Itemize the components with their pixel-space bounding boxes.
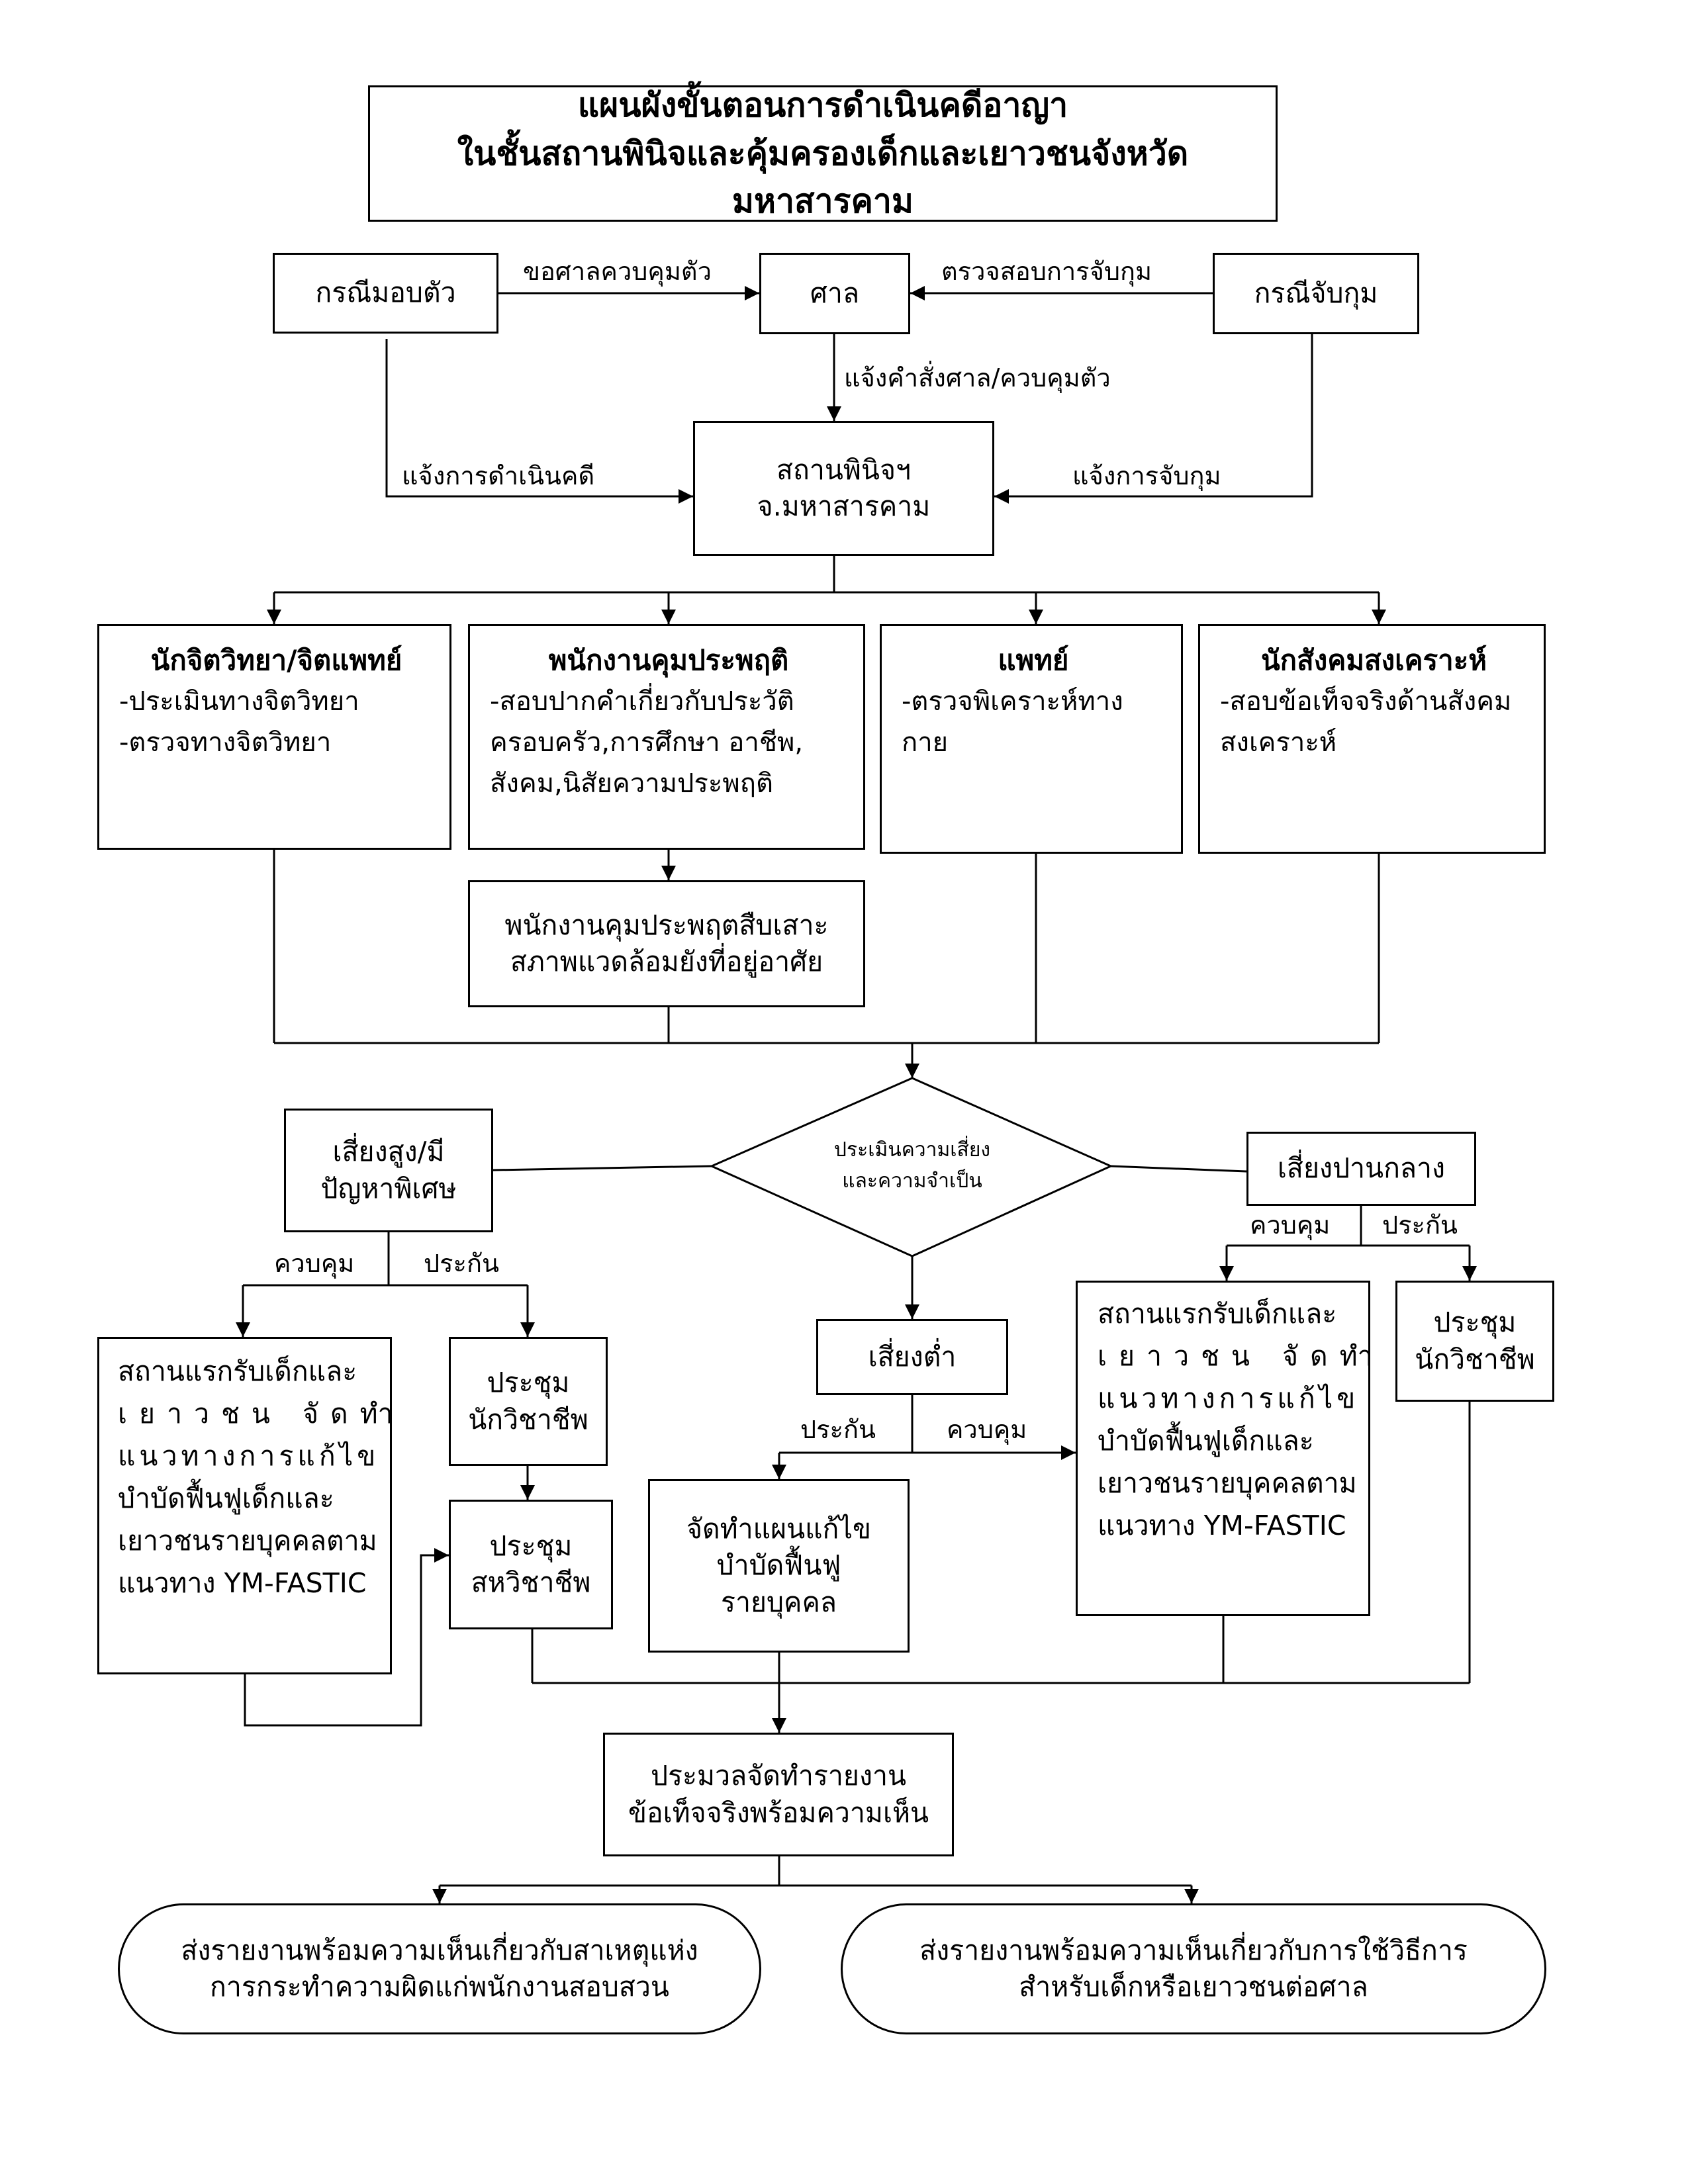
label-low-bail: ประกัน (800, 1415, 876, 1444)
label-court-order: แจ้งคำสั่งศาล/ควบคุมตัว (844, 363, 1111, 392)
node-low-risk-plan: จัดทำแผนแก้ไข บำบัดฟื้นฟู รายบุคคล (648, 1479, 910, 1653)
node-right-reception-plan: สถานแรกรับเด็กและ เยาวชน จัดทำ แนวทางการ… (1076, 1281, 1385, 1616)
left-plan-line4: บำบัดฟื้นฟูเด็กและ (118, 1482, 334, 1514)
node-medium-risk: เสี่ยงปานกลาง (1246, 1132, 1476, 1206)
high-risk-line1: เสี่ยงสูง/มี (332, 1136, 445, 1168)
prof-meeting-right-line1: ประชุม (1433, 1306, 1517, 1339)
prof-meeting-left-line1: ประชุม (487, 1367, 570, 1399)
node-surrender: กรณีมอบตัว (273, 253, 498, 334)
probation-officer-item-3: สังคม,นิสัยความประพฤติ (490, 768, 773, 799)
node-multidisciplinary-meeting: ประชุม สหวิชาชีพ (449, 1500, 613, 1629)
node-doctor: แพทย์ -ตรวจพิเคราะห์ทาง กาย (880, 624, 1183, 854)
node-output-investigator: ส่งรายงานพร้อมความเห็นเกี่ยวกับสาเหตุแห่… (118, 1903, 761, 2034)
node-professional-meeting-left: ประชุม นักวิชาชีพ (449, 1337, 608, 1466)
risk-assessment-label: ประเมินความเสี่ยง และความจำเป็น (780, 1135, 1045, 1197)
right-plan-line3: แนวทางการแก้ไข (1098, 1382, 1360, 1414)
node-probation-officer: พนักงานคุมประพฤติ -สอบปากคำเกี่ยวกับประว… (468, 624, 865, 850)
out-right-line2: สำหรับเด็กหรือเยาวชนต่อศาล (1019, 1971, 1368, 2003)
label-request-custody: ขอศาลควบคุมตัว (523, 257, 712, 286)
left-plan-line3: แนวทางการแก้ไข (118, 1439, 380, 1472)
low-plan-line2: บำบัดฟื้นฟู (716, 1549, 841, 1582)
probation-officer-title: พนักงานคุมประพฤติ (548, 644, 789, 676)
high-risk-line2: ปัญหาพิเศษ (320, 1172, 457, 1205)
compile-line2: ข้อเท็จจริงพร้อมความเห็น (628, 1796, 929, 1829)
right-plan-line4: บำบัดฟื้นฟูเด็กและ (1098, 1424, 1314, 1457)
node-social-worker: นักสังคมสงเคราะห์ -สอบข้อเท็จจริงด้านสัง… (1198, 624, 1546, 854)
chart-title-line1: แผนผังขั้นตอนการดำเนินคดีอาญา (577, 86, 1068, 125)
label-low-control: ควบคุม (947, 1415, 1027, 1444)
right-plan-line1: สถานแรกรับเด็กและ (1098, 1298, 1337, 1330)
out-left-line2: การกระทำความผิดแก่พนักงานสอบสวน (210, 1971, 669, 2003)
label-mid-bail: ประกัน (1382, 1210, 1458, 1240)
doctor-item-2: กาย (902, 727, 949, 758)
out-right-line1: ส่งรายงานพร้อมความเห็นเกี่ยวกับการใช้วิธ… (919, 1934, 1468, 1966)
prof-meeting-left-line2: นักวิชาชีพ (468, 1403, 588, 1435)
node-professional-meeting-right: ประชุม นักวิชาชีพ (1395, 1281, 1554, 1402)
social-worker-item-1: -สอบข้อเท็จจริงด้านสังคม (1220, 686, 1512, 717)
node-low-risk: เสี่ยงต่ำ (816, 1319, 1008, 1395)
label-mid-control: ควบคุม (1250, 1210, 1331, 1240)
risk-assessment-line1: ประเมินความเสี่ยง (833, 1138, 991, 1161)
psychologist-item-2: -ตรวจทางจิตวิทยา (119, 727, 332, 758)
psychologist-item-1: -ประเมินทางจิตวิทยา (119, 686, 359, 717)
probation-investigation-line2: สภาพแวดล้อมยังที่อยู่อาศัย (510, 946, 823, 978)
probation-investigation-line1: พนักงานคุมประพฤตสืบเสาะ (504, 909, 829, 941)
low-plan-line1: จัดทำแผนแก้ไข (686, 1512, 872, 1545)
left-plan-line1: สถานแรกรับเด็กและ (118, 1355, 357, 1387)
doctor-item-1: -ตรวจพิเคราะห์ทาง (902, 686, 1123, 717)
social-worker-item-2: สงเคราะห์ (1220, 727, 1337, 758)
multi-meeting-line1: ประชุม (489, 1529, 573, 1562)
social-worker-title: นักสังคมสงเคราะห์ (1260, 644, 1487, 676)
psychologist-title: นักจิตวิทยา/จิตแพทย์ (150, 644, 402, 676)
prof-meeting-right-line2: นักวิชาชีพ (1415, 1343, 1535, 1375)
left-plan-line5: เยาวชนรายบุคคลตาม (118, 1524, 377, 1557)
right-plan-line2: เยาวชน จัดทำ (1098, 1340, 1385, 1372)
multi-meeting-line2: สหวิชาชีพ (471, 1567, 591, 1598)
label-high-bail: ประกัน (424, 1249, 499, 1278)
node-compile-report: ประมวลจัดทำรายงาน ข้อเท็จจริงพร้อมความเห… (603, 1733, 954, 1856)
chart-title-line2: ในชั้นสถานพินิจและคุ้มครองเด็กและเยาวชนจ… (457, 134, 1189, 221)
probation-officer-item-1: -สอบปากคำเกี่ยวกับประวัติ (490, 686, 794, 717)
node-observation-center: สถานพินิจฯ จ.มหาสารคาม (693, 421, 994, 556)
low-plan-line3: รายบุคคล (720, 1586, 837, 1618)
label-high-control: ควบคุม (274, 1249, 355, 1278)
left-plan-line2: เยาวชน จัดทำ (118, 1397, 405, 1430)
chart-title-box: แผนผังขั้นตอนการดำเนินคดีอาญา ในชั้นสถาน… (368, 85, 1278, 222)
risk-assessment-diamond (709, 1077, 1113, 1257)
node-left-reception-plan: สถานแรกรับเด็กและ เยาวชน จัดทำ แนวทางการ… (97, 1337, 405, 1674)
observation-center-line2: จ.มหาสารคาม (757, 490, 931, 522)
label-notify-proceed: แจ้งการดำเนินคดี (402, 461, 595, 490)
risk-assessment-line2: และความจำเป็น (842, 1169, 982, 1193)
label-check-arrest: ตรวจสอบการจับกุม (941, 257, 1152, 286)
probation-officer-item-2: ครอบครัว,การศึกษา อาชีพ, (490, 727, 804, 758)
out-left-line1: ส่งรายงานพร้อมความเห็นเกี่ยวกับสาเหตุแห่… (181, 1934, 698, 1966)
node-arrest: กรณีจับกุม (1213, 253, 1419, 334)
node-court: ศาล (759, 253, 910, 334)
observation-center-line1: สถานพินิจฯ (776, 453, 911, 486)
node-output-court: ส่งรายงานพร้อมความเห็นเกี่ยวกับการใช้วิธ… (841, 1903, 1546, 2034)
doctor-title: แพทย์ (998, 644, 1069, 676)
left-plan-line6: แนวทาง YM-FASTIC (118, 1567, 367, 1599)
right-plan-line5: เยาวชนรายบุคคลตาม (1098, 1467, 1357, 1499)
node-probation-investigation: พนักงานคุมประพฤตสืบเสาะ สภาพแวดล้อมยังที… (468, 880, 865, 1007)
right-plan-line6: แนวทาง YM-FASTIC (1098, 1509, 1346, 1541)
node-psychologist: นักจิตวิทยา/จิตแพทย์ -ประเมินทางจิตวิทยา… (97, 624, 451, 850)
label-notify-arrest: แจ้งการจับกุม (1072, 461, 1221, 490)
node-high-risk: เสี่ยงสูง/มี ปัญหาพิเศษ (284, 1109, 493, 1232)
compile-line1: ประมวลจัดทำรายงาน (650, 1760, 907, 1792)
